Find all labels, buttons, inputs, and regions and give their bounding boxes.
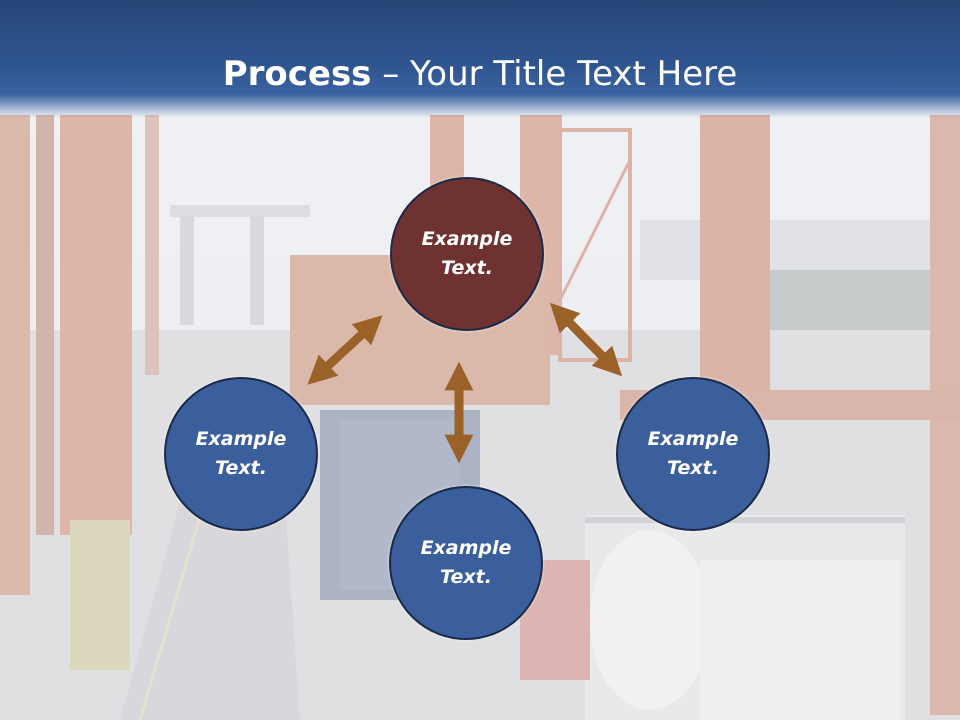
- node-top: Example Text.: [390, 177, 544, 331]
- node-top-label: Example Text.: [421, 228, 513, 279]
- node-bottom: Example Text.: [389, 486, 543, 640]
- node-bottom-label: Example Text.: [420, 537, 512, 588]
- node-left-label: Example Text.: [195, 428, 287, 479]
- node-right: Example Text.: [616, 377, 770, 531]
- title-bold: Process: [222, 54, 372, 94]
- node-right-label: Example Text.: [647, 428, 739, 479]
- node-left: Example Text.: [164, 377, 318, 531]
- slide-title: Process – Your Title Text Here: [0, 52, 960, 96]
- title-rest: – Your Title Text Here: [371, 54, 738, 94]
- title-bar: [0, 0, 960, 118]
